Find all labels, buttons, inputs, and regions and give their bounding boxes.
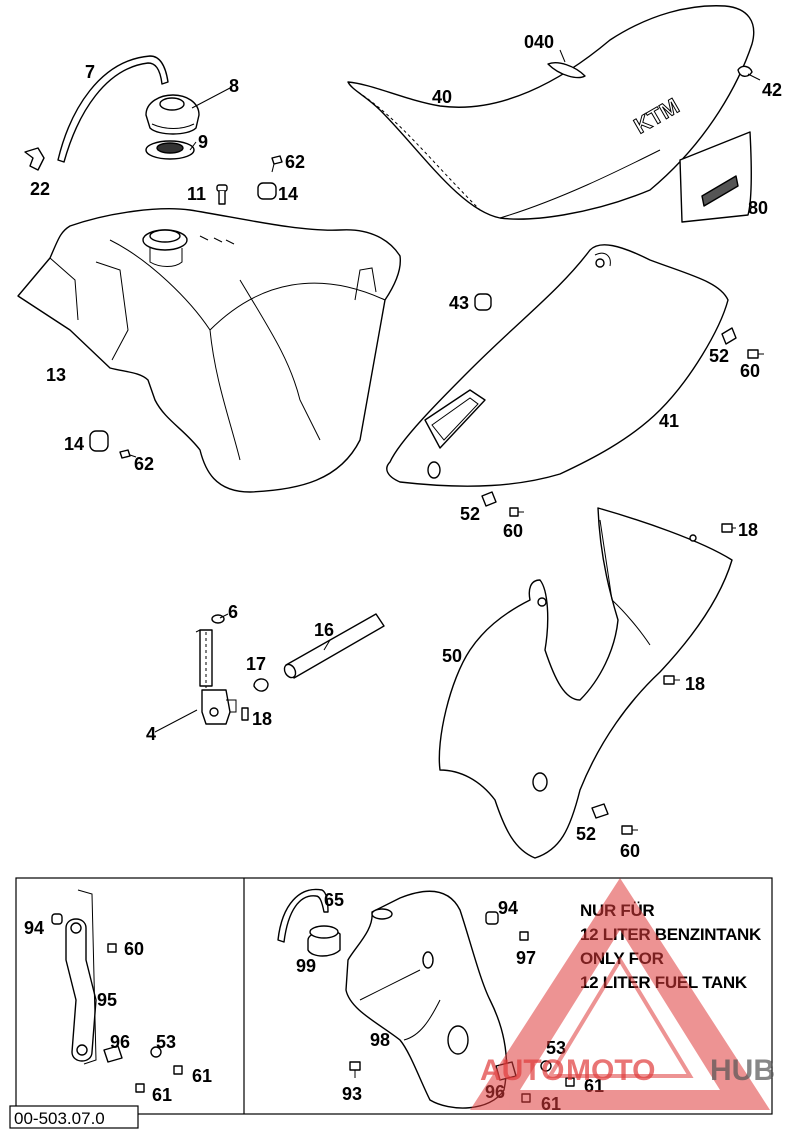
screw-part-97 — [519, 931, 529, 941]
callout-17: 17 — [246, 654, 266, 674]
callout-13: 13 — [46, 365, 66, 385]
seat-part-40: KTM — [347, 5, 755, 220]
watermark-text-moto: MOTO — [566, 1054, 655, 1087]
callout-18-top-right: 18 — [738, 520, 758, 540]
screw-part-18-tap — [241, 707, 249, 721]
leader-lines — [154, 49, 761, 733]
fuel-tap-part-4 — [195, 629, 237, 725]
reference-code-text: 00-503.07.0 — [14, 1109, 105, 1128]
callout-61-left-a: 61 — [192, 1066, 212, 1086]
callout-65: 65 — [324, 890, 344, 910]
screw-part-60-c — [621, 825, 638, 835]
elbow-fitting-part-22 — [24, 147, 45, 171]
callout-61-left-b: 61 — [152, 1085, 172, 1105]
callout-50: 50 — [442, 646, 462, 666]
callout-53-left: 53 — [156, 1032, 176, 1052]
callout-9: 9 — [198, 132, 208, 152]
callout-93: 93 — [342, 1084, 362, 1104]
washer-part-53-right — [540, 1060, 552, 1072]
callout-98: 98 — [370, 1030, 390, 1050]
screw-part-93 — [349, 1061, 361, 1078]
callout-52-a: 52 — [709, 346, 729, 366]
callout-14-left: 14 — [64, 434, 84, 454]
cap-seal-part-9 — [145, 140, 195, 160]
callout-42: 42 — [762, 80, 782, 100]
callout-labels: 7 8 9 22 62 11 14 040 40 42 80 13 14 62 … — [24, 32, 782, 1114]
callout-95: 95 — [97, 990, 117, 1010]
side-cover-part-41 — [386, 244, 729, 487]
callout-52-c: 52 — [576, 824, 596, 844]
screw-part-60-left — [107, 943, 117, 953]
breather-hose-part-65 — [277, 888, 329, 943]
bracket-part-95 — [65, 889, 97, 1065]
nut-part-94-left — [51, 913, 63, 925]
callout-6: 6 — [228, 602, 238, 622]
washer-part-53-left — [150, 1046, 162, 1058]
callout-22: 22 — [30, 179, 50, 199]
callout-94-right: 94 — [498, 898, 518, 918]
screw-part-11 — [216, 184, 228, 205]
callout-18-mid-right: 18 — [685, 674, 705, 694]
callout-7: 7 — [85, 62, 95, 82]
nut-part-94-right — [485, 911, 499, 925]
watermark-text: AUTO MOTO HUB — [480, 1054, 775, 1087]
callout-43: 43 — [449, 293, 469, 313]
callout-97: 97 — [516, 948, 536, 968]
watermark-text-auto: AUTO — [480, 1054, 564, 1087]
washer-part-52-a — [721, 327, 737, 345]
callout-62-left: 62 — [134, 454, 154, 474]
decal-part-80 — [679, 131, 753, 223]
screw-part-62-left — [119, 449, 137, 459]
callout-96-left: 96 — [110, 1032, 130, 1052]
callout-52-b: 52 — [460, 504, 480, 524]
bush-part-14-top — [257, 182, 277, 200]
rubber-part-43 — [474, 293, 492, 311]
screw-part-61-left-a — [173, 1065, 183, 1075]
washer-part-52-c — [591, 803, 609, 819]
screw-part-60-b — [509, 507, 524, 517]
callout-60-a: 60 — [740, 361, 760, 381]
fuel-tank-part-13 — [17, 208, 402, 493]
washer-part-52-b — [481, 491, 497, 507]
callout-8: 8 — [229, 76, 239, 96]
side-cover-part-50 — [438, 507, 733, 859]
bush-part-14-left — [89, 430, 109, 452]
clip-part-96-left — [103, 1045, 123, 1063]
callout-16: 16 — [314, 620, 334, 640]
callout-94-left: 94 — [24, 918, 44, 938]
callout-4: 4 — [146, 724, 156, 744]
screw-part-60-a — [747, 349, 764, 359]
callout-41: 41 — [659, 411, 679, 431]
fuel-tank-12l-part-98 — [345, 890, 508, 1109]
screw-part-18-mid-right — [663, 675, 680, 685]
callout-040: 040 — [524, 32, 554, 52]
callout-99: 99 — [296, 956, 316, 976]
callout-14-top: 14 — [278, 184, 298, 204]
callout-11: 11 — [187, 184, 206, 204]
watermark-logo — [470, 878, 770, 1110]
callout-60-c: 60 — [620, 841, 640, 861]
optional-parts-frame — [15, 877, 773, 1115]
callout-40: 40 — [432, 87, 452, 107]
gasket-part-6 — [211, 614, 225, 624]
tank-cap-part-99 — [307, 925, 341, 957]
reference-code: 00-503.07.0 — [9, 1105, 139, 1129]
callout-62-top: 62 — [285, 152, 305, 172]
hose-clamp-part-17 — [253, 678, 269, 692]
callout-60-left: 60 — [124, 939, 144, 959]
callout-80: 80 — [748, 198, 768, 218]
callout-60-b: 60 — [503, 521, 523, 541]
screw-part-62-top — [271, 155, 283, 173]
callout-53-right: 53 — [546, 1038, 566, 1058]
callout-18-tap: 18 — [252, 709, 272, 729]
watermark-text-hub: HUB — [710, 1054, 775, 1087]
screw-part-61-left-b — [135, 1083, 145, 1093]
tank-cap-part-8 — [145, 94, 200, 135]
fuel-hose-part-7 — [57, 55, 169, 163]
fuel-hose-part-16 — [283, 613, 385, 679]
screw-part-18-top-right — [721, 523, 736, 533]
